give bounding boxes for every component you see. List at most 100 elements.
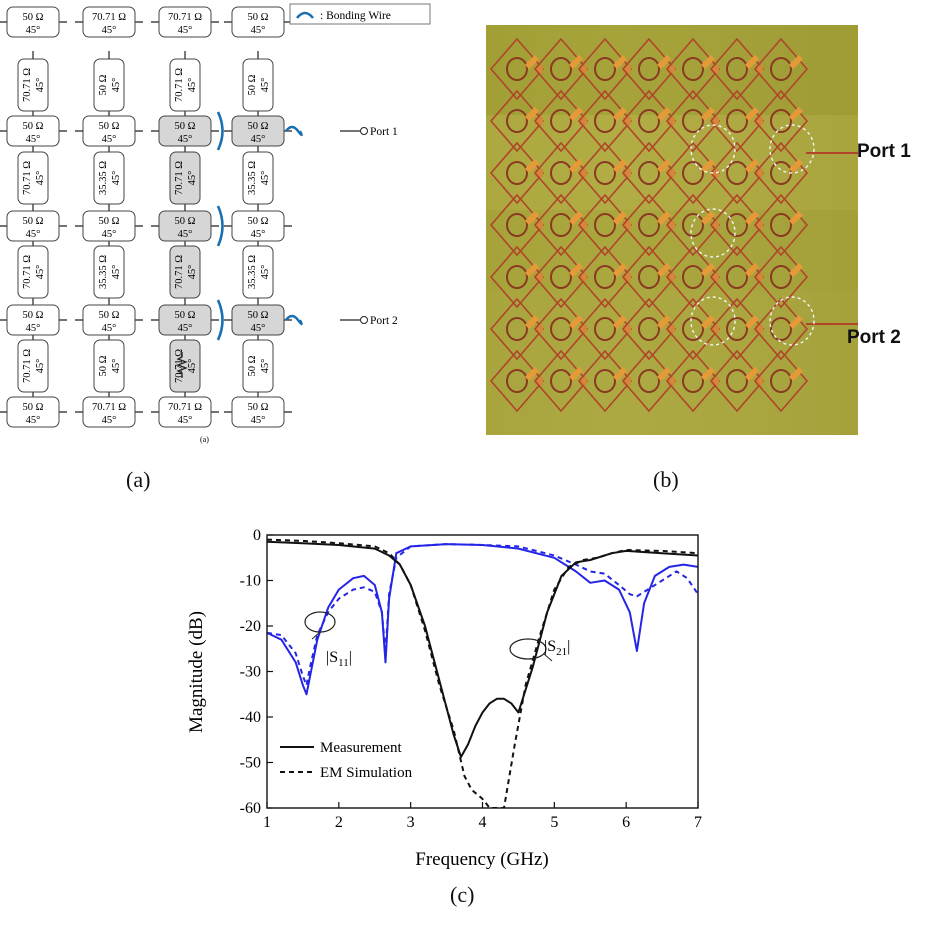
chip-coil [638,265,660,289]
chip-coil [726,369,748,393]
legend-box [289,3,431,25]
chip-coil [550,213,572,237]
caption-a: (a) [126,467,151,492]
x-tick-label: 1 [263,814,271,831]
tline-section [158,304,212,336]
tline-length: 45° [251,229,266,240]
chip-coil [638,213,660,237]
y-axis-title: Magnitude (dB) [186,611,207,733]
chip-pad [535,169,543,177]
chip-pad [579,377,587,385]
tline-section [158,115,212,147]
chip-pad [524,366,540,382]
y-tick-label: -30 [240,664,261,681]
tline-impedance: 70.71 Ω [168,402,202,413]
chip-pad [524,158,540,174]
tline-length: 45° [178,134,193,145]
tline-length: 45° [251,25,266,36]
chip-coil [506,265,528,289]
tline-impedance: 70.71 Ω [22,161,33,195]
tline-section [17,339,49,393]
y-tick-label: -20 [240,618,261,635]
series-s21-meas [267,540,698,758]
x-tick-label: 5 [550,814,558,831]
tline-impedance: 50 Ω [98,355,109,376]
tline-length: 45° [111,78,122,93]
chip-pad [524,54,540,70]
tline-section [17,245,49,299]
series-s11-meas [267,543,698,696]
tline-section [231,210,285,242]
chip-coil [682,369,704,393]
chip-pad [744,54,760,70]
port2-label: Port 2 [370,315,398,327]
tline-length: 45° [102,25,117,36]
tline-section [17,151,49,205]
chip-coil [770,213,792,237]
chip-pad [755,273,763,281]
tline-length: 45° [35,171,46,186]
chip-coil [770,317,792,341]
chip-pad [568,314,584,330]
chip-pad [535,221,543,229]
tline-length: 45° [111,265,122,280]
chip-coil [506,213,528,237]
chip-coil [638,57,660,81]
bonding-wire [216,111,224,151]
tline-section [82,210,136,242]
chip-coil [682,57,704,81]
tline-impedance: 70.71 Ω [22,349,33,383]
tline-length: 45° [187,78,198,93]
tline-section [93,245,125,299]
chip-pad [711,325,719,333]
tline-section [158,396,212,428]
chip-pad [755,221,763,229]
chip-pad [744,314,760,330]
chip-pad [535,65,543,73]
small-caption-a: (a) [200,435,209,444]
chip-pad [579,117,587,125]
chip-pad [667,377,675,385]
photo-band [486,290,858,435]
chip-pad [612,366,628,382]
tline-impedance: 35.35 Ω [247,255,258,289]
tline-impedance: 50 Ω [248,121,269,132]
tline-impedance: 35.35 Ω [247,161,258,195]
tline-length: 45° [102,323,117,334]
chip-coil [638,109,660,133]
chip-coil [594,213,616,237]
tline-section [82,115,136,147]
chip-pad [788,54,804,70]
tline-length: 45° [187,359,198,374]
tline-impedance: 50 Ω [98,74,109,95]
tline-section [169,151,201,205]
chip-pad [711,117,719,125]
chip-pad [524,262,540,278]
tline-impedance: 70.71 Ω [22,255,33,289]
resistor-icon [176,352,188,378]
tline-section [242,339,274,393]
s21-label: |S21| [544,638,570,658]
tline-section [6,396,60,428]
chip-coil [594,369,616,393]
chip-coil [506,317,528,341]
chip-pad [711,169,719,177]
tline-length: 45° [26,323,41,334]
chip-pad [700,366,716,382]
chip-pad [788,262,804,278]
chip-pad [755,169,763,177]
chip-photo [486,25,858,435]
chip-coil [594,161,616,185]
tline-section [93,339,125,393]
tline-length: 45° [251,415,266,426]
series-s11-sim [267,543,698,687]
x-tick-label: 4 [479,814,487,831]
chip-pad [788,366,804,382]
tline-impedance: 70.71 Ω [92,402,126,413]
wire-highlight-circle [690,208,736,258]
tline-impedance: 50 Ω [23,216,44,227]
chip-pad [612,210,628,226]
tline-impedance: 50 Ω [248,310,269,321]
chip-pad [568,54,584,70]
